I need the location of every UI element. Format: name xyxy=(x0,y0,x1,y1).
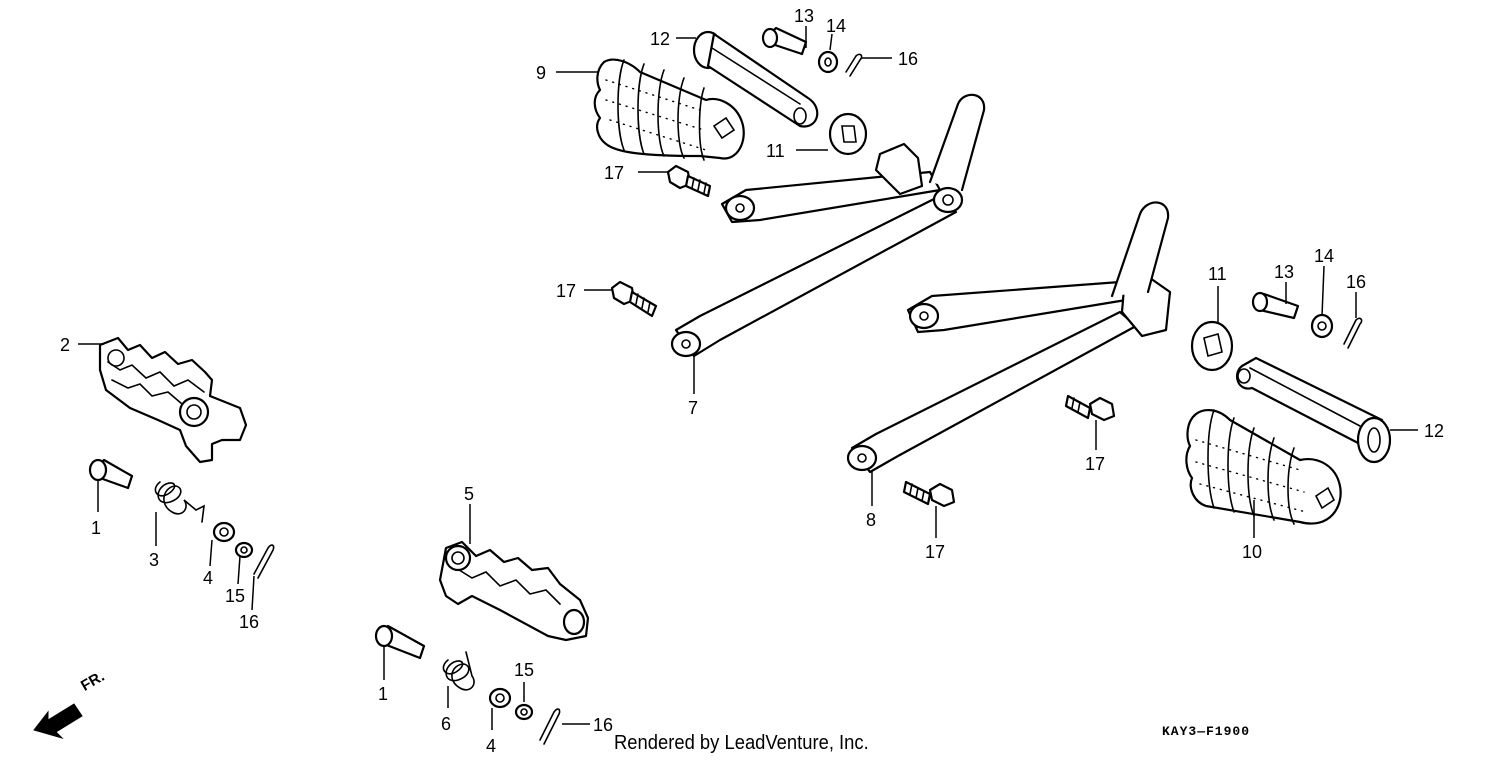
callout-8: 8 xyxy=(866,510,876,530)
clevis-pin-upper xyxy=(761,26,808,56)
flange-bolt-upper-1 xyxy=(666,164,712,198)
cotter-pin-left xyxy=(253,544,275,579)
pin-left xyxy=(88,458,134,490)
front-direction-arrow-icon xyxy=(33,703,83,740)
spring-center xyxy=(442,651,475,691)
callout-1-left: 1 xyxy=(91,518,101,538)
diagram-code: KAY3—F1900 xyxy=(1162,724,1251,739)
footpeg-left xyxy=(98,336,248,464)
flange-bolt-lower-1 xyxy=(1064,394,1116,422)
callout-14-upper: 14 xyxy=(826,16,846,36)
callout-13-lower: 13 xyxy=(1274,262,1294,282)
rubber-lower xyxy=(1185,408,1342,525)
callout-12-upper: 12 xyxy=(650,29,670,49)
callout-9: 9 xyxy=(536,63,546,83)
small-washer-center xyxy=(514,703,534,721)
washer-left xyxy=(212,521,236,543)
callout-11-upper: 11 xyxy=(766,141,785,161)
footpeg-center xyxy=(438,540,590,642)
callout-11-lower: 11 xyxy=(1208,264,1227,284)
callout-14-lower: 14 xyxy=(1314,246,1334,266)
flange-bolt-lower-2 xyxy=(902,480,956,508)
callout-2: 2 xyxy=(60,335,70,355)
callout-15-left: 15 xyxy=(225,586,245,606)
rendered-by-credit: Rendered by LeadVenture, Inc. xyxy=(614,732,869,754)
plate-washer-lower xyxy=(1190,320,1234,372)
plate-washer-upper xyxy=(828,112,868,156)
small-washer-left xyxy=(234,541,254,559)
callout-labels: 2 1 3 4 15 16 5 1 6 4 15 16 7 8 9 12 13 … xyxy=(60,6,1444,756)
callout-16-center: 16 xyxy=(593,715,613,735)
flange-bolt-upper-2 xyxy=(610,280,658,318)
peg-shaft-upper xyxy=(692,30,819,128)
callout-16-upper: 16 xyxy=(898,49,918,69)
cotter-pin-center xyxy=(539,708,561,745)
callout-17-lower-2: 17 xyxy=(925,542,945,562)
callout-16-left: 16 xyxy=(239,612,259,632)
callout-6: 6 xyxy=(441,714,451,734)
callout-15-center: 15 xyxy=(514,660,534,680)
spring-left xyxy=(154,481,205,523)
callout-7: 7 xyxy=(688,398,698,418)
callout-13-upper: 13 xyxy=(794,6,814,26)
step-bracket-lower xyxy=(846,201,1172,474)
callout-4-center: 4 xyxy=(486,736,496,756)
callout-12-lower: 12 xyxy=(1424,421,1444,441)
callout-5: 5 xyxy=(464,484,474,504)
callout-4-left: 4 xyxy=(203,568,213,588)
callout-17-lower-1: 17 xyxy=(1085,454,1105,474)
cotter-pin-lower xyxy=(1343,317,1363,349)
callout-16-lower: 16 xyxy=(1346,272,1366,292)
rubber-upper xyxy=(593,58,745,161)
washer-center xyxy=(488,687,512,709)
washer-lower xyxy=(1310,313,1334,339)
pin-center xyxy=(374,624,426,660)
callout-3: 3 xyxy=(149,550,159,570)
clevis-pin-lower xyxy=(1251,291,1300,320)
washer-upper xyxy=(817,50,839,74)
peg-shaft-lower xyxy=(1235,356,1392,464)
callout-1-center: 1 xyxy=(378,684,388,704)
cotter-pin-upper xyxy=(845,53,863,77)
callout-17-upper-1: 17 xyxy=(604,163,624,183)
callout-17-upper-2: 17 xyxy=(556,281,576,301)
leader-lines xyxy=(78,26,1418,730)
callout-10: 10 xyxy=(1242,542,1262,562)
